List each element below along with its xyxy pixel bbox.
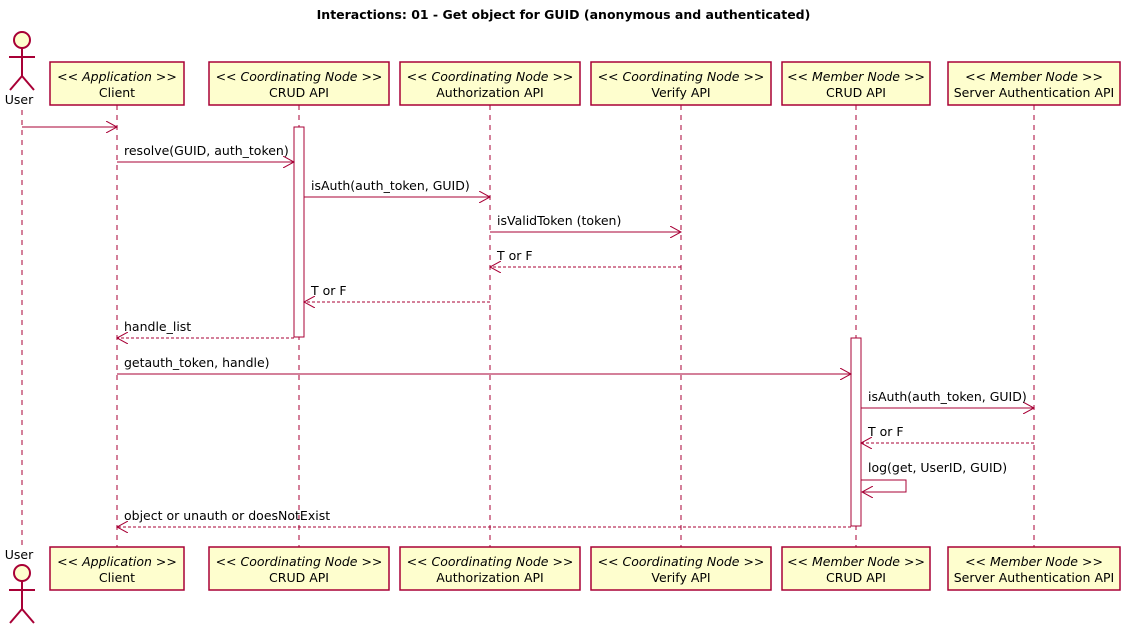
participant-stereotype: << Member Node >> bbox=[965, 554, 1103, 569]
message-3: isAuth(auth_token, GUID) bbox=[304, 178, 490, 197]
message-label: T or F bbox=[867, 424, 904, 439]
actor-user-top: User bbox=[5, 31, 35, 107]
participant-name: Authorization API bbox=[436, 570, 543, 585]
message-10: T or F bbox=[861, 424, 1034, 443]
message-label: getauth_token, handle) bbox=[124, 355, 270, 370]
participant-stereotype: << Coordinating Node >> bbox=[216, 69, 383, 84]
message-label: isAuth(auth_token, GUID) bbox=[868, 389, 1027, 404]
participant-stereotype: << Application >> bbox=[57, 554, 177, 569]
actors: User User bbox=[5, 31, 35, 624]
participant-mn_crud-bottom: << Member Node >>CRUD API bbox=[781, 546, 931, 591]
message-label: isValidToken (token) bbox=[497, 213, 621, 228]
participant-name: Server Authentication API bbox=[954, 570, 1114, 585]
participant-name: Authorization API bbox=[436, 85, 543, 100]
message-label: object or unauth or doesNotExist bbox=[124, 508, 330, 523]
participant-name: Client bbox=[99, 570, 135, 585]
message-label: T or F bbox=[496, 248, 533, 263]
messages: resolve(GUID, auth_token) isAuth(auth_tok… bbox=[22, 127, 1034, 527]
participant-name: CRUD API bbox=[826, 85, 886, 100]
participant-name: CRUD API bbox=[269, 570, 329, 585]
message-2: resolve(GUID, auth_token) bbox=[117, 143, 294, 162]
participant-name: Server Authentication API bbox=[954, 85, 1114, 100]
participant-stereotype: << Coordinating Node >> bbox=[407, 69, 574, 84]
actor-user-bottom-label: User bbox=[5, 547, 34, 562]
participant-cn_crud-top: << Coordinating Node >>CRUD API bbox=[208, 61, 390, 106]
participant-stereotype: << Coordinating Node >> bbox=[216, 554, 383, 569]
participant-mn_auth-bottom: << Member Node >>Server Authentication A… bbox=[947, 546, 1121, 591]
participant-stereotype: << Coordinating Node >> bbox=[598, 69, 765, 84]
message-label: T or F bbox=[310, 283, 347, 298]
participant-stereotype: << Coordinating Node >> bbox=[407, 554, 574, 569]
participant-cn_verify-bottom: << Coordinating Node >>Verify API bbox=[590, 546, 772, 591]
participants: << Application >>Client<< Application >>… bbox=[49, 61, 1121, 591]
diagram-title: Interactions: 01 - Get object for GUID (… bbox=[316, 7, 811, 22]
message-6: T or F bbox=[304, 283, 490, 302]
participant-stereotype: << Member Node >> bbox=[787, 69, 925, 84]
participant-cn_auth-top: << Coordinating Node >>Authorization API bbox=[399, 61, 581, 106]
participant-stereotype: << Member Node >> bbox=[965, 69, 1103, 84]
activation-mn-crud bbox=[850, 337, 862, 527]
participant-name: Client bbox=[99, 85, 135, 100]
message-label: log(get, UserID, GUID) bbox=[868, 460, 1007, 475]
participant-name: CRUD API bbox=[269, 85, 329, 100]
message-12: object or unauth or doesNotExist bbox=[117, 508, 851, 527]
actor-user-top-label: User bbox=[5, 92, 34, 107]
participant-client-bottom: << Application >>Client bbox=[49, 546, 185, 591]
message-4: isValidToken (token) bbox=[490, 213, 681, 232]
participant-name: Verify API bbox=[651, 85, 710, 100]
message-arrow bbox=[861, 479, 907, 492]
activation-bars bbox=[293, 126, 862, 527]
participant-name: CRUD API bbox=[826, 570, 886, 585]
message-11: log(get, UserID, GUID) bbox=[861, 460, 1007, 492]
participant-stereotype: << Coordinating Node >> bbox=[598, 554, 765, 569]
message-label: resolve(GUID, auth_token) bbox=[124, 143, 289, 158]
message-label: isAuth(auth_token, GUID) bbox=[311, 178, 470, 193]
participant-client-top: << Application >>Client bbox=[49, 61, 185, 106]
activation-cn-crud bbox=[293, 126, 305, 338]
actor-user-bottom: User bbox=[5, 547, 35, 624]
participant-stereotype: << Member Node >> bbox=[787, 554, 925, 569]
participant-cn_verify-top: << Coordinating Node >>Verify API bbox=[590, 61, 772, 106]
message-8: getauth_token, handle) bbox=[117, 355, 851, 374]
participant-mn_crud-top: << Member Node >>CRUD API bbox=[781, 61, 931, 106]
participant-stereotype: << Application >> bbox=[57, 69, 177, 84]
message-label: handle_list bbox=[124, 319, 191, 334]
participant-cn_auth-bottom: << Coordinating Node >>Authorization API bbox=[399, 546, 581, 591]
participant-mn_auth-top: << Member Node >>Server Authentication A… bbox=[947, 61, 1121, 106]
message-5: T or F bbox=[490, 248, 681, 267]
message-7: handle_list bbox=[117, 319, 294, 338]
participant-cn_crud-bottom: << Coordinating Node >>CRUD API bbox=[208, 546, 390, 591]
participant-name: Verify API bbox=[651, 570, 710, 585]
message-9: isAuth(auth_token, GUID) bbox=[861, 389, 1034, 408]
